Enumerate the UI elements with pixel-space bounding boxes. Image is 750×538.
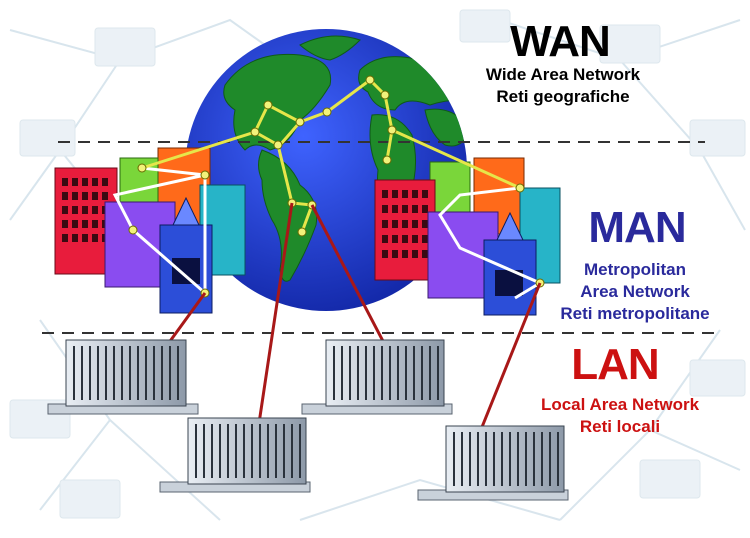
man-subtitle-1: Metropolitan [584,260,686,279]
lan-building-4 [417,425,569,501]
man-title: MAN [588,203,686,252]
man-links [112,166,544,300]
wan-subtitle-1: Wide Area Network [485,65,641,84]
city-cluster-right [374,157,561,316]
lan-building-3 [159,417,311,493]
lan-subtitle-1: Local Area Network [540,395,700,414]
city-cluster-left [54,147,246,314]
wan-subtitle-2: Reti geografiche [496,87,630,106]
lan-building-1 [47,339,199,415]
man-subtitle-3: Reti metropolitane [560,304,710,323]
lan-building-2 [301,339,453,415]
lan-links [158,202,542,433]
man-subtitle-2: Area Network [580,282,690,301]
lan-title: LAN [571,340,659,389]
background-network [9,9,746,521]
lan-subtitle-2: Reti locali [579,417,661,436]
wan-title: WAN [510,17,611,66]
wan-nodes [128,75,545,298]
